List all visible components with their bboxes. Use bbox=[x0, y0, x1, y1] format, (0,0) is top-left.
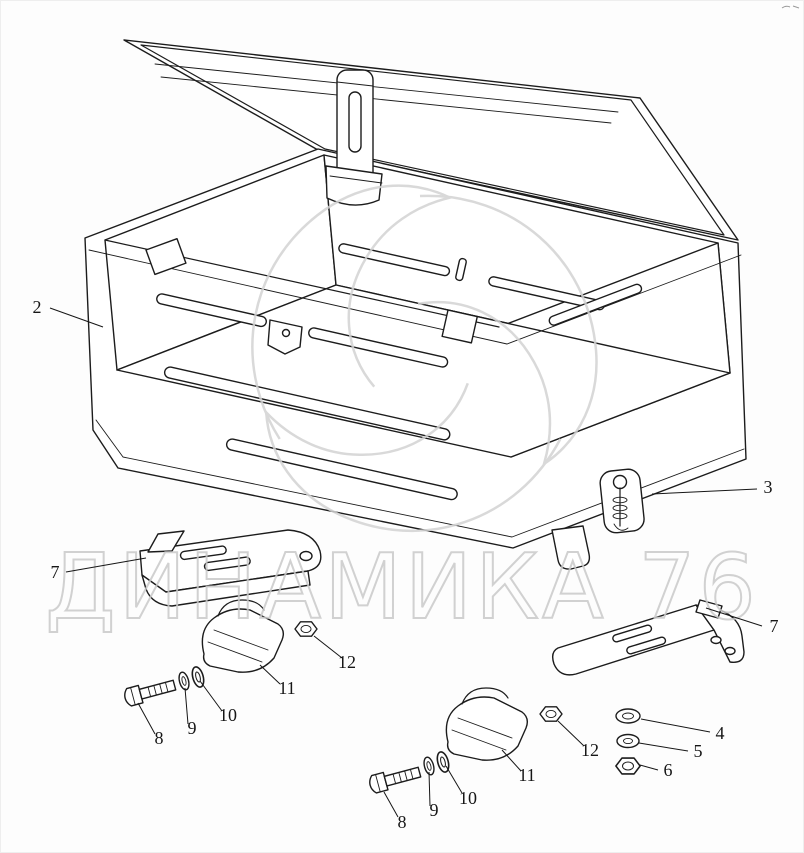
box-body bbox=[84, 148, 747, 570]
front-hasp-plate bbox=[267, 319, 303, 355]
callout-3: 3 bbox=[764, 477, 773, 497]
mounting-bracket-right bbox=[551, 599, 745, 676]
latch-spring-bolt bbox=[599, 468, 645, 534]
callout-leaders bbox=[49, 307, 763, 818]
callout-12-left: 12 bbox=[338, 652, 356, 672]
watermark-text: ДИНАМИКА 76 bbox=[45, 535, 758, 640]
callout-11-right: 11 bbox=[518, 765, 535, 785]
callout-7-left: 7 bbox=[51, 562, 60, 582]
clamp-right bbox=[445, 687, 529, 761]
mounting-bracket-left bbox=[139, 529, 322, 607]
washer-9-left bbox=[176, 670, 192, 692]
callout-12-right: 12 bbox=[581, 740, 599, 760]
nut-12-right bbox=[539, 706, 563, 722]
side-face-slot bbox=[548, 283, 643, 326]
callout-10-left: 10 bbox=[219, 705, 237, 725]
front-face-ribs bbox=[156, 293, 458, 501]
callout-10-right: 10 bbox=[459, 788, 477, 808]
callout-11-left: 11 bbox=[278, 678, 295, 698]
watermark: ДИНАМИКА 76 bbox=[44, 150, 758, 641]
callout-6: 6 bbox=[664, 760, 673, 780]
bolt-8-left bbox=[122, 675, 178, 708]
callout-9-right: 9 bbox=[430, 800, 439, 820]
lid-strap-hasp bbox=[325, 69, 383, 206]
callout-7-right: 7 bbox=[770, 616, 779, 636]
callout-8-right: 8 bbox=[398, 812, 407, 832]
box-foot bbox=[551, 525, 591, 570]
callout-8-left: 8 bbox=[155, 728, 164, 748]
callout-9-left: 9 bbox=[188, 718, 197, 738]
bolt-8-right bbox=[367, 762, 423, 795]
box-lid bbox=[123, 39, 739, 241]
callout-2: 2 bbox=[33, 297, 42, 317]
nut-6 bbox=[615, 757, 641, 775]
corner-artifact-mark bbox=[781, 5, 800, 9]
callout-4: 4 bbox=[716, 723, 725, 743]
washer-5 bbox=[616, 733, 640, 749]
callout-labels: 2 3 7 7 12 11 10 9 8 12 11 10 9 8 4 5 6 bbox=[33, 297, 779, 832]
washer-nut-stack bbox=[615, 708, 641, 775]
washer-4 bbox=[615, 708, 641, 724]
callout-5: 5 bbox=[694, 741, 703, 761]
back-wall-slots bbox=[145, 238, 605, 344]
